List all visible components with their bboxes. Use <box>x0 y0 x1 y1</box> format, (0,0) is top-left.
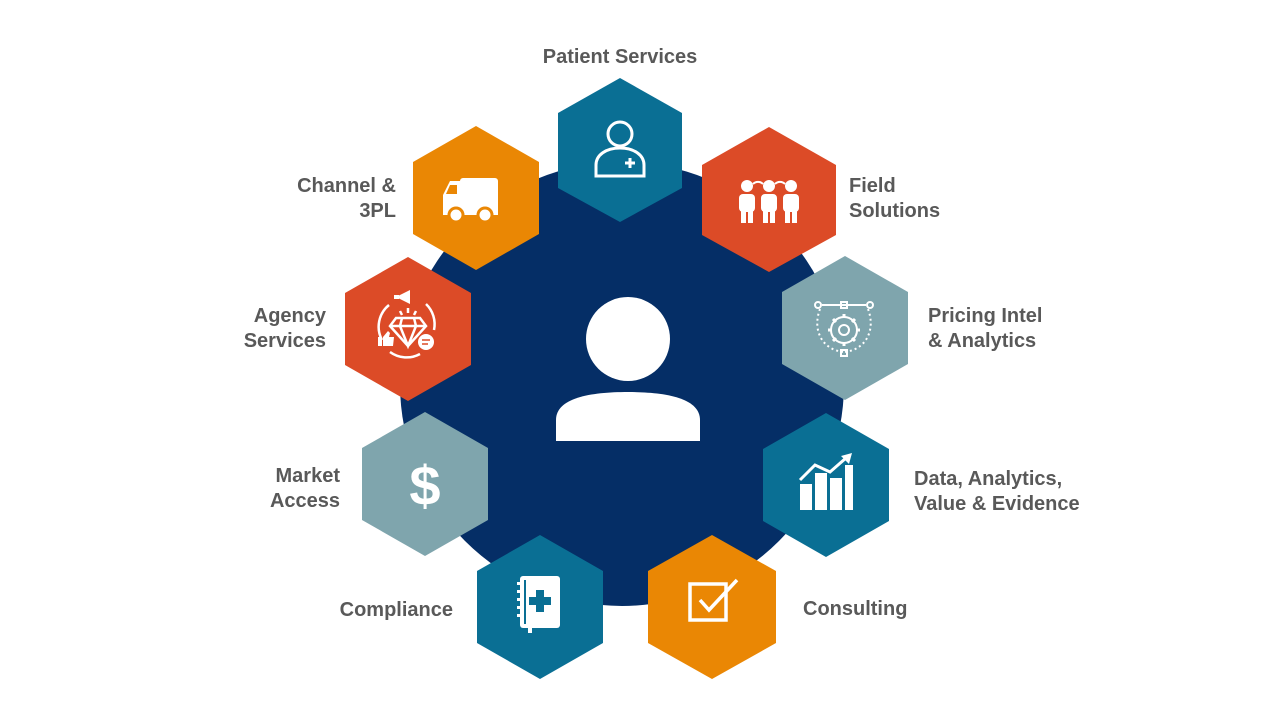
label-line: Value & Evidence <box>914 493 1080 515</box>
team-icon <box>739 180 799 223</box>
label-data-analytics: Data, Analytics, Value & Evidence <box>914 467 1080 517</box>
person-silhouette-icon <box>556 297 700 441</box>
megaphone-icon <box>394 290 410 304</box>
nurse-icon <box>594 120 646 178</box>
label-line: Solutions <box>849 200 941 222</box>
gear-vector-icon <box>814 301 874 357</box>
label-channel-3pl: Channel & 3PL <box>216 174 396 224</box>
diamond-cycle-icon <box>377 303 436 359</box>
medical-notebook-icon <box>517 576 560 633</box>
hexagon <box>558 78 682 222</box>
label-field-solutions: Field Solutions <box>849 174 940 224</box>
label-consulting: Consulting <box>803 597 907 622</box>
label-line: Field <box>849 175 896 197</box>
label-compliance: Compliance <box>273 598 453 623</box>
label-line: Access <box>269 490 340 512</box>
chat-icon <box>418 334 434 350</box>
hex-consulting[interactable] <box>648 535 776 679</box>
hexagon <box>362 412 488 556</box>
growth-chart-icon <box>798 453 853 510</box>
hexagon <box>345 257 471 401</box>
center-circle <box>400 162 844 606</box>
dollar-icon: $ <box>409 454 440 517</box>
label-line: Market <box>275 465 340 487</box>
hex-market-access[interactable]: $ <box>362 412 488 556</box>
label-line: 3PL <box>359 200 396 222</box>
checkbox-icon <box>688 578 739 622</box>
label-line: Consulting <box>803 598 908 620</box>
hex-compliance[interactable] <box>477 535 603 679</box>
label-line: Compliance <box>339 599 453 621</box>
label-market-access: Market Access <box>160 464 340 514</box>
thumbs-up-icon <box>378 331 394 346</box>
hex-channel-3pl[interactable] <box>413 126 539 270</box>
hex-pricing-intel[interactable] <box>782 256 908 400</box>
truck-icon <box>443 178 498 224</box>
label-pricing-intel: Pricing Intel & Analytics <box>928 304 1042 354</box>
label-line: Data, Analytics, <box>914 468 1063 490</box>
label-line: Services <box>243 330 326 352</box>
label-line: Channel & <box>297 175 396 197</box>
hex-field-solutions[interactable] <box>702 127 836 272</box>
hex-data-analytics[interactable] <box>763 413 889 557</box>
label-patient-services: Patient Services <box>520 45 720 70</box>
label-agency-services: Agency Services <box>146 304 326 354</box>
hexagon <box>782 256 908 400</box>
label-line: Agency <box>253 305 326 327</box>
label-line: Patient Services <box>542 46 698 68</box>
hex-agency-services[interactable] <box>345 257 471 401</box>
label-line: & Analytics <box>928 330 1037 352</box>
label-line: Pricing Intel <box>928 305 1043 327</box>
hex-patient-services[interactable] <box>558 78 682 222</box>
